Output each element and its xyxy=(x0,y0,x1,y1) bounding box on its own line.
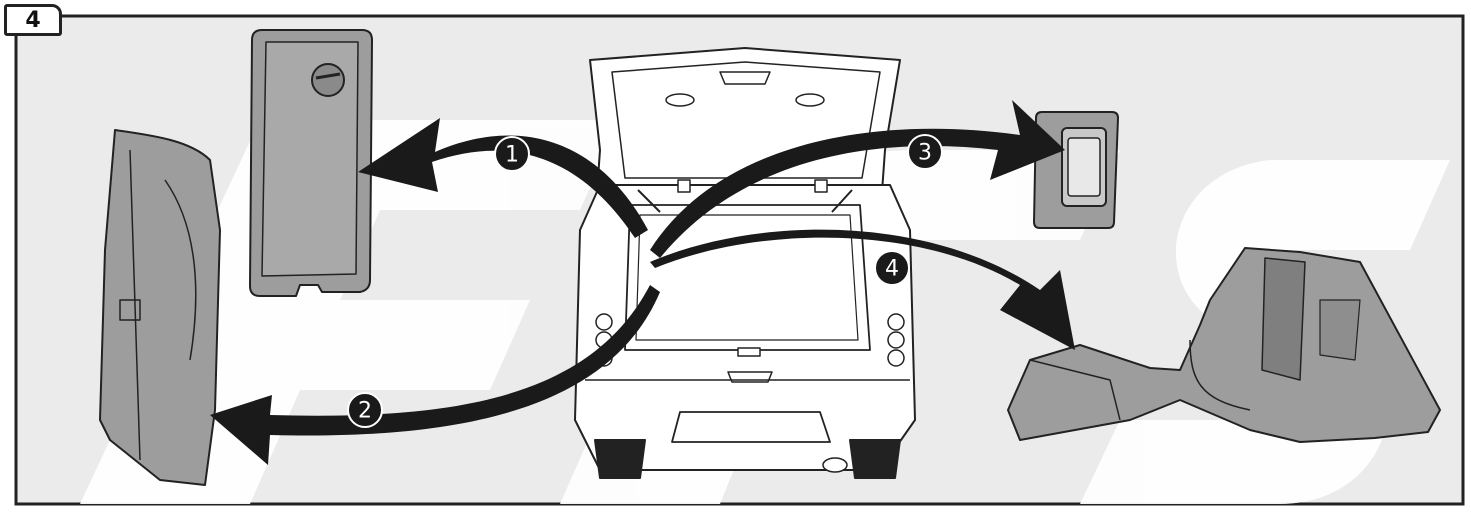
side-trim-panel-icon xyxy=(100,130,220,485)
small-cover-plate-icon xyxy=(1034,112,1118,228)
callout-2: 2 xyxy=(348,393,382,427)
access-cover-panel-icon xyxy=(250,30,372,296)
callout-3: 3 xyxy=(908,135,942,169)
step-number-tab: 4 xyxy=(4,4,62,36)
step-number: 4 xyxy=(25,8,40,33)
callout-1: 1 xyxy=(495,137,529,171)
callout-4: 4 xyxy=(875,251,909,285)
hatchback-rear-view-icon xyxy=(575,48,915,478)
callout-1-label: 1 xyxy=(505,143,519,168)
callout-3-label: 3 xyxy=(918,141,932,166)
callout-4-label: 4 xyxy=(885,257,899,282)
callout-2-label: 2 xyxy=(358,399,372,424)
